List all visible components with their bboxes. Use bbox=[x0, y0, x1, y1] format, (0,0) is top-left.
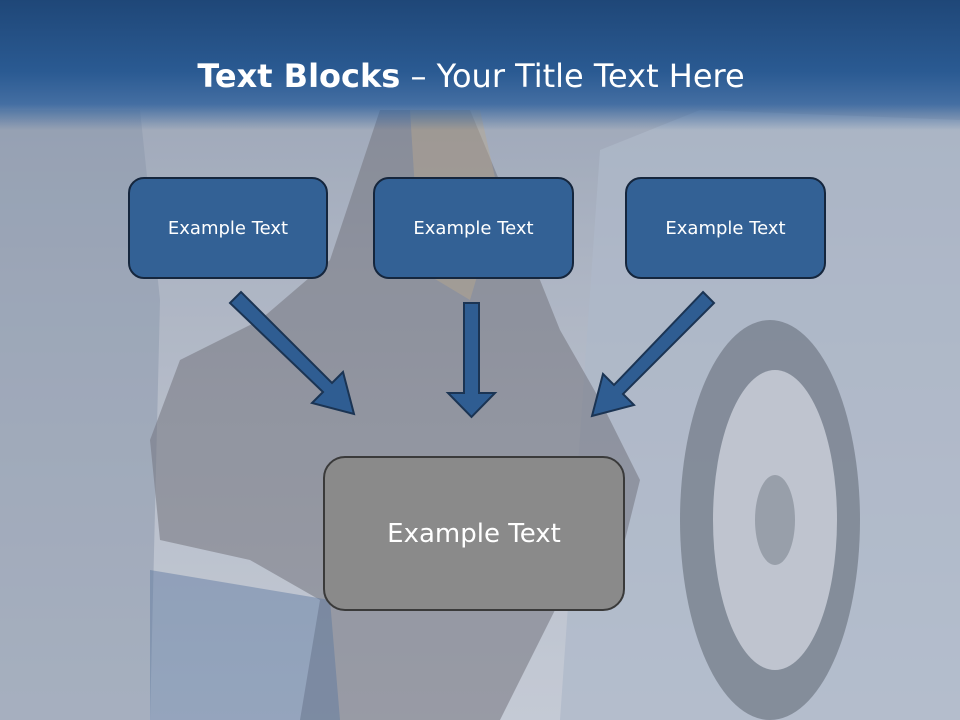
title-separator: – bbox=[410, 57, 427, 95]
car-door-shape bbox=[0, 110, 160, 720]
text-block-3-label: Example Text bbox=[665, 217, 786, 239]
text-block-1[interactable]: Example Text bbox=[128, 177, 328, 279]
text-block-2[interactable]: Example Text bbox=[373, 177, 574, 279]
text-block-2-label: Example Text bbox=[413, 217, 534, 239]
hub-shape bbox=[755, 475, 795, 565]
title-rest: Your Title Text Here bbox=[436, 57, 745, 95]
text-block-3[interactable]: Example Text bbox=[625, 177, 826, 279]
slide-title: Text Blocks – Your Title Text Here bbox=[0, 54, 942, 98]
header-band bbox=[0, 0, 960, 130]
arrow-center bbox=[445, 302, 498, 419]
title-bold: Text Blocks bbox=[197, 57, 401, 95]
car-sill-shape bbox=[150, 570, 340, 720]
arrow-left bbox=[228, 290, 356, 416]
arrow-right bbox=[590, 290, 716, 418]
main-text-block-label: Example Text bbox=[387, 518, 561, 549]
text-block-1-label: Example Text bbox=[167, 217, 289, 239]
main-text-block[interactable]: Example Text bbox=[323, 456, 625, 611]
